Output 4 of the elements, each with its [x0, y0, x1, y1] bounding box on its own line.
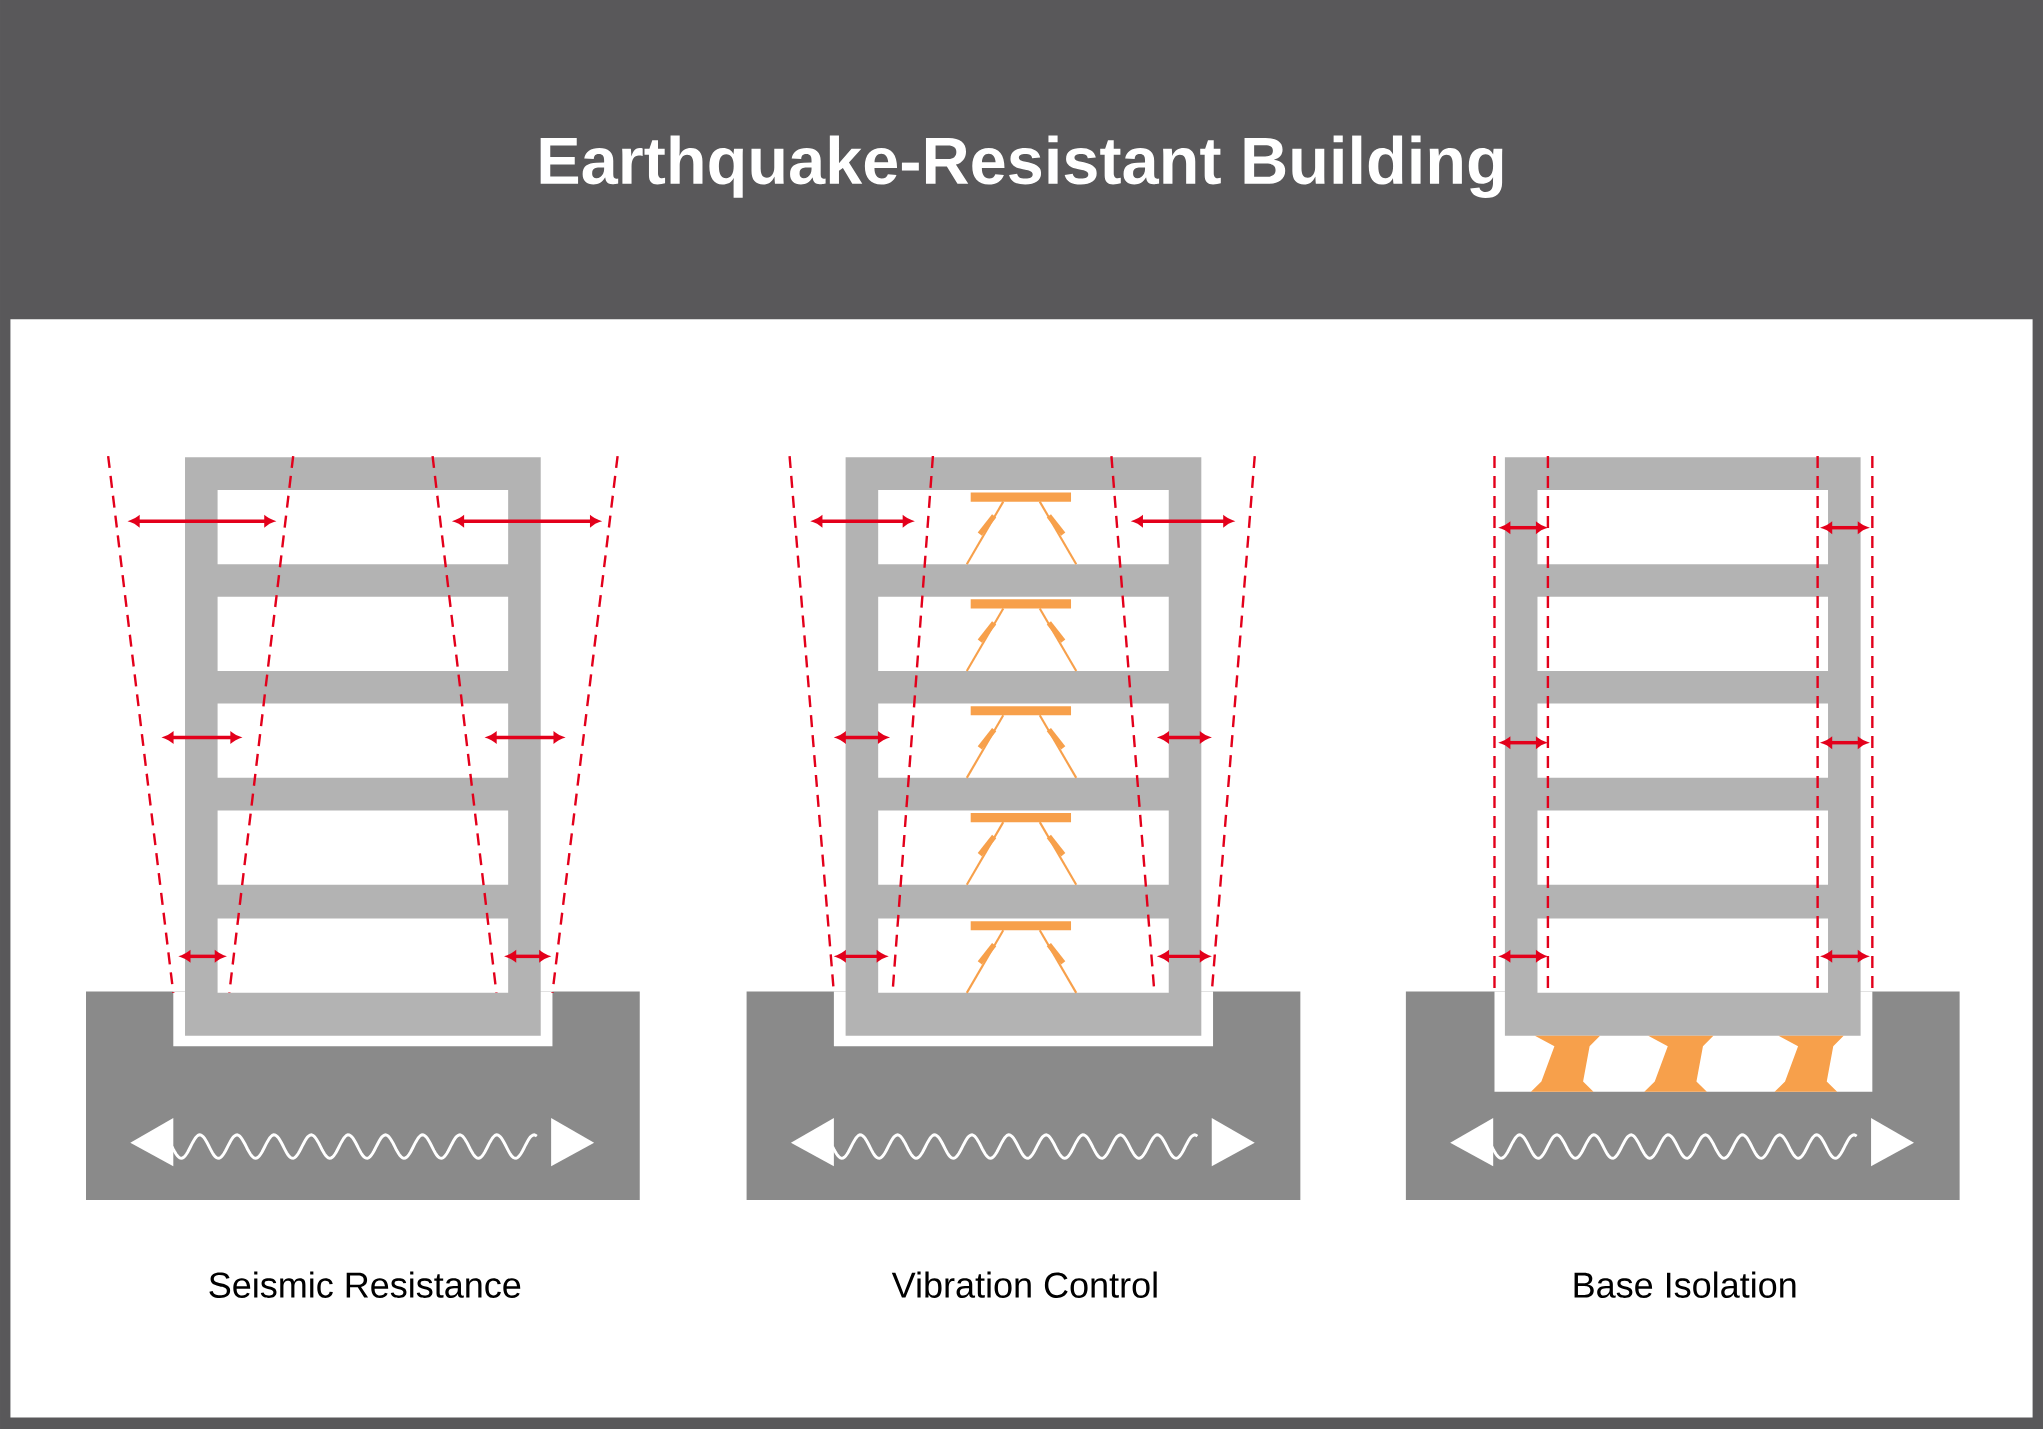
title: Earthquake-Resistant Building	[540, 135, 1503, 198]
caption: Seismic Resistance	[209, 1271, 521, 1298]
caption: Vibration Control	[891, 1271, 1157, 1298]
caption: Base Isolation	[1574, 1271, 1796, 1298]
